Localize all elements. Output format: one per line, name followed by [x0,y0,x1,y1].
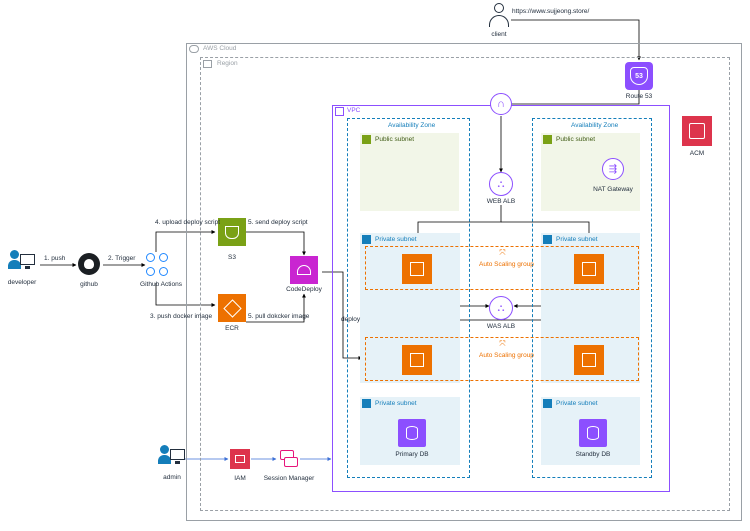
edge-label-push-docker: 3. push docker image [150,313,213,320]
developer-label: developer [7,279,37,286]
aws-cloud-title: AWS Cloud [203,45,237,52]
developer-icon [8,250,36,274]
private-subnet-1-title: Private subnet [375,236,417,243]
cloud-icon [189,45,199,53]
s3-label: S3 [228,254,236,261]
vpc-icon [335,107,344,116]
asg-1-title: Auto Scaling group [479,261,534,268]
session-manager-label: Session Manager [263,475,315,482]
public-subnet-1: Public subnet [360,133,459,211]
edge-label-pull-docker: 5. pull dokcker image [248,313,310,320]
lock-icon [543,399,552,408]
edge-label-deploy: deploy [341,316,361,323]
rds-database-icon [579,419,607,447]
lock-icon [362,399,371,408]
auto-scaling-icon: ⤧ [499,248,506,257]
edge-label-send-script: 5. send deploy script [248,219,308,226]
lock-icon [543,235,552,244]
load-balancer-icon: ⛬ [489,296,513,320]
ec2-instance-icon [574,345,604,375]
route53-icon: 53 [625,62,653,90]
edge-label-push: 1. push [44,255,66,262]
az1-title: Availability Zone [388,122,436,129]
lock-icon [362,235,371,244]
edge-label-upload-script: 4. upload deploy script [155,219,221,226]
private-subnet-2-title: Private subnet [556,236,598,243]
iam-icon [230,449,250,469]
ec2-instance-icon [402,254,432,284]
session-manager-icon [278,448,300,470]
flag-icon [203,60,212,68]
github-actions-label: Github Actions [140,281,182,288]
admin-icon [158,445,186,469]
codedeploy-label: CodeDeploy [286,286,322,293]
region-title: Region [217,60,238,67]
private-subnet-4-title: Private subnet [556,400,598,407]
auto-scaling-icon: ⤧ [499,339,506,348]
aws-cloud-group: AWS Cloud [186,43,742,521]
route53-label: Route 53 [625,93,653,100]
nat-gateway-label: NAT Gateway [593,186,633,193]
asg-2-title: Auto Scaling group [479,352,534,359]
github-label: github [80,281,98,288]
rds-database-icon [398,419,426,447]
region-group: Region [200,57,730,511]
auto-scaling-group-2: ⤧ Auto Scaling group [365,337,639,381]
auto-scaling-group-1: ⤧ Auto Scaling group [365,246,639,290]
standby-db-label: Standby DB [575,451,611,458]
edge-label-trigger: 2. Trigger [108,255,136,262]
primary-db-label: Primary DB [395,451,429,458]
lock-icon [362,135,371,144]
client-label: client [491,31,507,38]
nat-gateway-icon: ⇶ [602,158,624,180]
s3-bucket-icon [218,218,246,246]
availability-zone-2: Availability Zone [532,118,652,478]
user-icon [488,3,510,29]
availability-zone-1: Availability Zone [347,118,470,478]
public-subnet-2-title: Public subnet [556,136,596,143]
admin-label: admin [163,474,181,481]
public-subnet-2: Public subnet [541,133,640,211]
client-url-label: https://www.sujjeong.store/ [512,8,590,15]
iam-label: IAM [234,475,246,482]
internet-gateway-icon: ∩ [490,93,512,115]
acm-icon [682,116,712,146]
web-alb-label: WEB ALB [486,198,516,205]
public-subnet-1-title: Public subnet [375,136,415,143]
was-alb-label: WAS ALB [486,323,516,330]
lock-icon [543,135,552,144]
ec2-instance-icon [402,345,432,375]
load-balancer-icon: ⛬ [489,172,513,196]
private-subnet-3-title: Private subnet [375,400,417,407]
codedeploy-icon [290,256,318,284]
github-actions-icon [146,253,174,279]
vpc-title: VPC [347,107,361,114]
ecr-icon [218,294,246,322]
ecr-label: ECR [225,325,239,332]
ec2-instance-icon [574,254,604,284]
github-icon [78,253,100,275]
az2-title: Availability Zone [571,122,619,129]
acm-label: ACM [689,150,705,157]
